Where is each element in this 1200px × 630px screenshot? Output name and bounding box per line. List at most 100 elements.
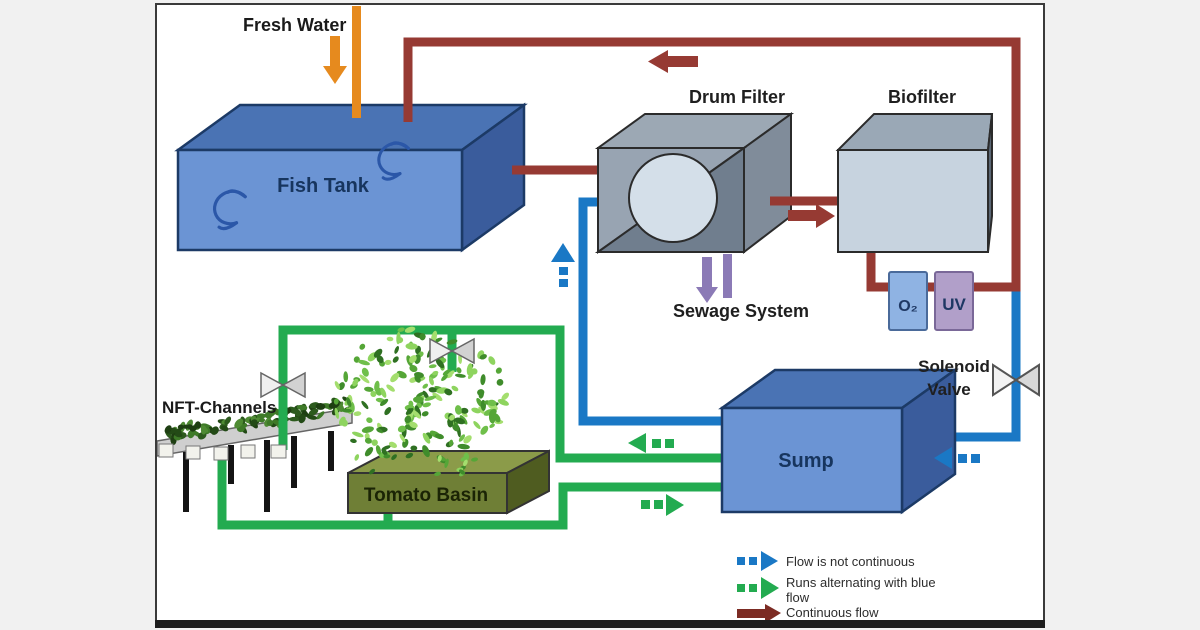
uv-box [934,271,974,331]
leaf [334,407,339,419]
leaf [258,418,266,423]
leaf [375,445,382,455]
leaf [405,343,418,350]
leaf [370,390,377,397]
basin-front-face [347,472,508,514]
leaf [272,419,281,426]
arrow-head-left [934,447,952,469]
leaf [466,363,473,376]
fish-icon [377,141,410,181]
valve-left [260,371,285,399]
leaf [471,457,479,462]
leaf [376,355,384,364]
leaf [390,372,400,383]
leaf [381,448,388,456]
arrow-dash [737,584,745,592]
blue-flow-arrow-up [551,243,575,287]
nft-valve-icon [260,371,306,399]
leaf [493,413,501,423]
arrow-head [761,551,778,571]
leaf [409,365,418,373]
leaf [386,336,394,342]
solenoid-label-line1: Solenoid [918,357,990,376]
leaf [357,359,370,366]
leaf [361,400,369,410]
leaf [396,331,401,345]
fresh-water-arrowhead [323,66,347,84]
leaf [383,454,391,459]
leaf [497,399,509,406]
leaf [473,421,481,430]
leaf [480,374,486,386]
leaf [266,419,274,426]
leaf [234,418,244,429]
leaf [435,358,445,369]
sump-label: Sump [778,450,834,472]
leaf [361,367,369,377]
nft-leg [291,436,297,488]
green-arrow-out-of-sump [628,433,674,453]
fresh-water-label: Fresh Water [243,15,346,35]
valve-left [992,363,1018,397]
leaf [334,381,341,390]
leaf [406,408,413,415]
valve-right [281,371,306,399]
leaf [353,411,362,416]
leaf [408,400,414,408]
arrow-dash [749,584,757,592]
leaf [414,405,422,418]
sewage-system-label: Sewage System [673,301,809,321]
blue-arrow-into-sump [934,447,980,469]
biofilter-label: Biofilter [888,87,956,107]
legend-green-arrow-icon [737,577,779,599]
pipe-sump-to-drumfilter [578,197,730,426]
leaf [422,390,429,400]
pipe-sump-to-plants [278,325,730,463]
leaf [374,380,380,392]
fresh-water-arrow [330,36,340,66]
leaf [250,419,258,427]
leaf [421,411,429,417]
leaf [422,432,431,444]
leaf [352,378,359,387]
arrow-dash [559,279,568,287]
leaf [411,409,421,419]
leaf [341,419,348,427]
sewage-arrow-shaft [702,257,712,287]
o2-label: O₂ [898,298,918,315]
leaf [478,390,484,399]
leaf [210,426,219,435]
leaf [379,398,389,406]
legend-blue-arrow-icon [737,551,778,571]
arrow-dash [652,439,661,448]
legend: Flow is not continuous Runs alternating … [737,551,936,623]
tomato-bush [333,326,510,477]
leaf [189,425,198,432]
leaf [397,425,406,433]
valve-right [1014,363,1040,397]
leaf [164,425,172,434]
sewage-pipe [723,254,732,298]
leaf [441,374,448,382]
leaf [399,434,406,443]
leaf [354,454,360,461]
leaf [462,459,468,467]
leaf [364,446,374,457]
sump-front-face [720,406,904,514]
drum-icon [628,153,718,243]
arrow-shaft [668,56,698,67]
leaf [364,386,374,392]
arrow-dash [958,454,967,463]
leaf [352,431,364,438]
arrow-head-up [551,243,575,262]
leaf [341,408,353,413]
nft-pot [158,443,174,458]
leaf [405,452,414,459]
leaf [371,439,378,446]
valve-right [450,337,475,365]
nft-pot [213,446,229,461]
leaf [448,439,454,447]
leaf [480,425,489,435]
leaf [174,432,183,438]
nft-pot [185,445,201,460]
